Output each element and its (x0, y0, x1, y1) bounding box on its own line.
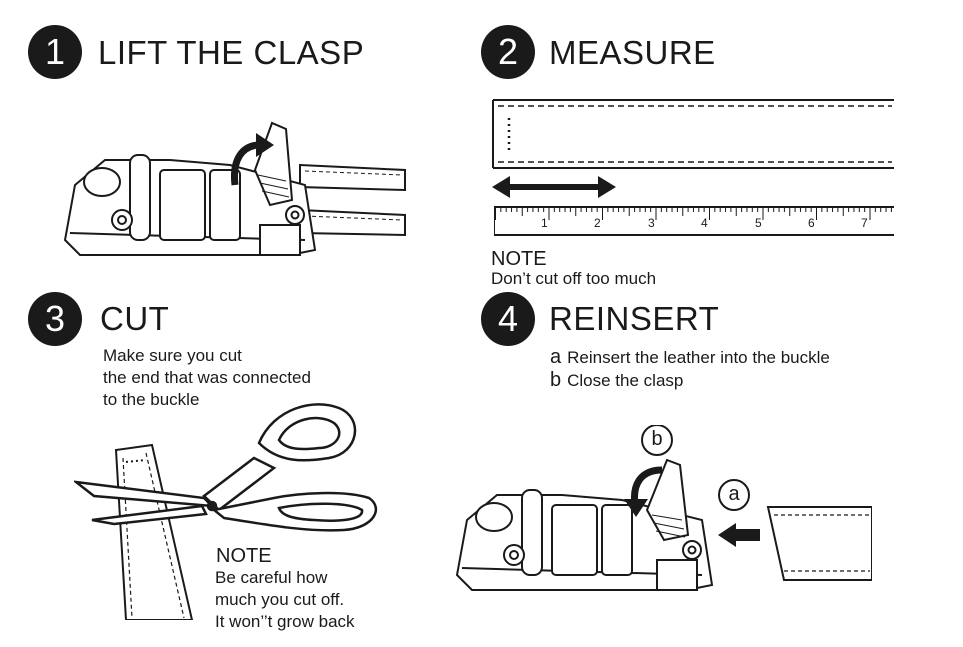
buckle-reinsert-illustration (455, 425, 872, 591)
step-3-note-heading: NOTE (216, 545, 272, 567)
step-3-note-line: It won’’t grow back (215, 612, 355, 631)
insert-arrow-icon (718, 523, 760, 547)
ruler-label: 5 (755, 216, 762, 230)
step-4-title: REINSERT (549, 300, 720, 337)
step-3-instruction-line: the end that was connected (103, 368, 311, 387)
ruler-label: 7 (861, 216, 868, 230)
ruler-label: 6 (808, 216, 815, 230)
substep-text: Reinsert the leather into the buckle (567, 348, 830, 367)
substep-text: Close the clasp (567, 371, 684, 390)
step-1-number: 1 (28, 25, 82, 79)
scissors-cut-illustration (74, 403, 378, 620)
step-2-title: MEASURE (549, 34, 716, 71)
scissors-icon (74, 403, 378, 532)
ruler-labels: 1 2 3 4 5 6 7 (494, 216, 894, 236)
step-2-note-heading: NOTE (491, 248, 547, 270)
step-4-substep-a: a Reinsert the leather into the buckle (550, 347, 830, 368)
substep-letter: a (550, 346, 562, 368)
step-3-number: 3 (28, 292, 82, 346)
ruler: 1 2 3 4 5 6 7 (494, 206, 894, 236)
ruler-label: 4 (701, 216, 708, 230)
ruler-label: 1 (541, 216, 548, 230)
double-arrow-icon (492, 176, 616, 198)
step-4-substep-b: b Close the clasp (550, 370, 683, 391)
callout-b: b (651, 428, 663, 450)
buckle-lift-illustration (63, 121, 406, 256)
substep-letter: b (550, 369, 562, 391)
ruler-label: 3 (648, 216, 655, 230)
lift-arrow-icon (230, 141, 261, 186)
step-3-instruction-line: to the buckle (103, 390, 200, 409)
belt-strip (492, 99, 894, 169)
step-2-number: 2 (481, 25, 535, 79)
step-2-note-text: Don’t cut off too much (491, 269, 657, 288)
ruler-label: 2 (594, 216, 601, 230)
step-4-number: 4 (481, 292, 535, 346)
step-3-note-line: much you cut off. (215, 590, 345, 609)
step-3-instruction-line: Make sure you cut (103, 346, 242, 365)
callout-a: a (728, 483, 740, 505)
step-3-note-line: Be careful how (215, 568, 328, 587)
step-1-title: LIFT THE CLASP (98, 34, 365, 71)
step-3-title: CUT (100, 300, 170, 337)
